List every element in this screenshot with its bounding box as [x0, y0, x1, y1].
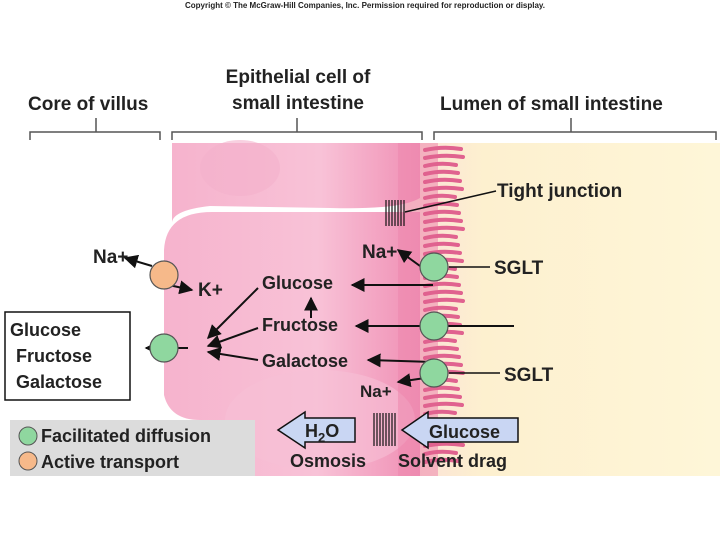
blood-glucose: Glucose — [10, 320, 81, 340]
microvillus — [423, 457, 460, 464]
fructose-transporter — [419, 311, 449, 341]
microvillus — [423, 305, 458, 312]
microvillus — [423, 233, 458, 240]
blood-sugars-box — [4, 311, 131, 401]
na-in-arrow — [396, 249, 421, 267]
glucose-to-exit-arrow — [207, 287, 259, 339]
na-label-bottom: Na+ — [360, 382, 392, 401]
galactose-to-exit-arrow — [206, 347, 259, 361]
microvillus — [423, 385, 460, 392]
sglt-transporter-bottom — [419, 358, 449, 388]
na-out-arrow — [123, 254, 153, 269]
microvillus — [423, 145, 463, 152]
legend-facilitated-swatch — [18, 426, 38, 446]
microvillus — [423, 449, 458, 456]
region-label-epithelial-line2: small intestine — [232, 93, 364, 114]
facilitated-transporter-basolateral — [149, 333, 179, 363]
microvillus — [423, 161, 458, 168]
region-label-epithelial-line1: Epithelial cell of — [226, 67, 371, 88]
microvillus — [423, 217, 463, 224]
microvillus — [423, 209, 461, 216]
region-label-core: Core of villus — [28, 94, 148, 115]
osmosis-label: Osmosis — [290, 451, 366, 471]
na-sglt-bottom-arrow — [396, 373, 426, 388]
nucleus-upper — [200, 140, 280, 196]
sglt-transporter-top — [419, 252, 449, 282]
sglt-label-bottom: SGLT — [504, 365, 554, 386]
microvillus — [423, 249, 462, 256]
tight-junction-bottom — [373, 413, 396, 446]
microvillus — [423, 441, 465, 448]
microvillus — [423, 353, 461, 360]
legend-facilitated-label: Facilitated diffusion — [41, 426, 211, 446]
tight-junction-label: Tight junction — [497, 181, 622, 202]
microvillus — [423, 241, 460, 248]
solvent-drag-glucose-label: Glucose — [429, 422, 500, 442]
solvent-drag-arrow — [400, 410, 519, 450]
region-brackets — [29, 118, 717, 140]
h2o-arrow — [276, 410, 356, 450]
microvillus — [423, 193, 457, 200]
tight-junction-leader — [404, 190, 497, 213]
blood-fructose: Fructose — [16, 346, 92, 366]
region-label-lumen: Lumen of small intestine — [440, 94, 663, 115]
fructose-label: Fructose — [262, 315, 338, 335]
glucose-label: Glucose — [262, 273, 333, 293]
microvillus — [423, 401, 464, 408]
galactose-in-arrow — [366, 353, 434, 368]
fructose-to-exit-arrow — [206, 327, 259, 349]
active-transport-pump — [149, 260, 179, 290]
microvillus — [423, 289, 463, 296]
sglt-label-top: SGLT — [494, 258, 544, 279]
galactose-label: Galactose — [262, 351, 348, 371]
microvillus — [423, 169, 460, 176]
legend-active-swatch — [18, 451, 38, 471]
legend-active-label: Active transport — [41, 452, 179, 472]
na-label-top: Na+ — [362, 242, 397, 263]
legend-box — [10, 420, 255, 476]
microvillus — [423, 177, 462, 184]
solvent-drag-label: Solvent drag — [398, 451, 507, 471]
microvillus — [423, 225, 465, 232]
na-label-left: Na+ — [93, 247, 128, 268]
microvillus — [423, 153, 465, 160]
tight-junction-top — [385, 200, 405, 226]
microvillus — [423, 345, 459, 352]
blood-galactose: Galactose — [16, 372, 102, 392]
microvillus — [423, 185, 464, 192]
microvillus — [423, 337, 457, 344]
microvillus — [423, 297, 465, 304]
microvillus — [423, 409, 457, 416]
microvillus — [423, 393, 462, 400]
copyright-notice: Copyright © The McGraw-Hill Companies, I… — [185, 1, 545, 10]
h2o-label: H2O — [305, 421, 339, 445]
k-label: K+ — [198, 280, 223, 301]
